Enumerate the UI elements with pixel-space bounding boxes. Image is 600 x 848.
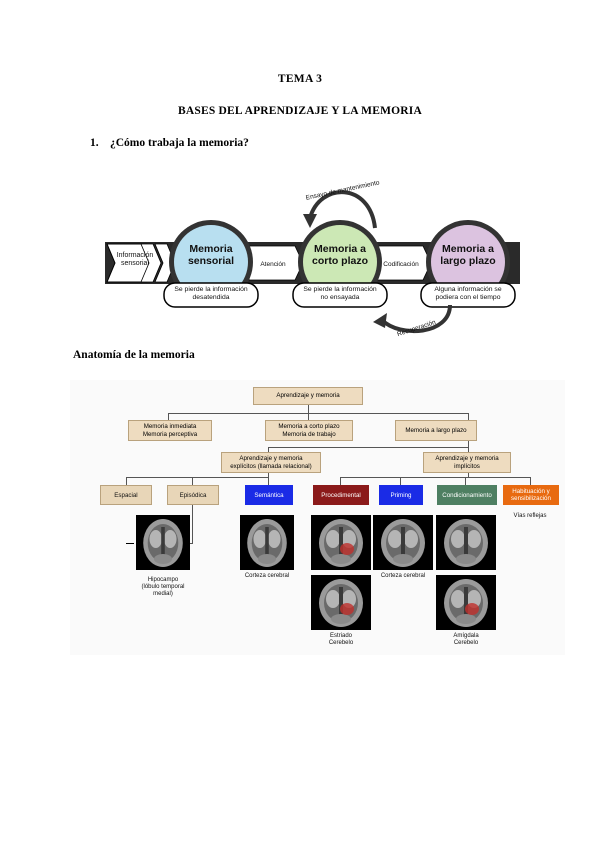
leaf-condicionamiento: Condicionamiento — [437, 485, 497, 505]
brain-scan-cortex-priming — [373, 515, 433, 570]
immediate-memory-node: Memoria inmediata Memoria perceptiva — [128, 420, 212, 441]
long-term-memory-node: Memoria a largo plazo — [395, 420, 477, 441]
caption-amygdala: Amígdala Cerebelo — [453, 633, 479, 646]
stage-circle — [174, 225, 248, 299]
question-number: 1. — [90, 137, 99, 149]
rehearsal-label: Ensayo de mantenimiento — [305, 179, 380, 202]
document-title: TEMA 3 — [277, 73, 323, 85]
implicit-memory-node: Aprendizaje y memoria implícitos — [423, 452, 511, 473]
stage-circle — [303, 225, 377, 299]
leaf-priming: Priming — [379, 485, 423, 505]
leaf-procedimental: Procedimental — [313, 485, 369, 505]
brain-scan-cerebellum-procedural — [311, 575, 371, 630]
anatomy-heading: Anatomía de la memoria — [73, 349, 195, 361]
loss-pill — [163, 282, 259, 308]
root-node: Aprendizaje y memoria — [253, 387, 363, 405]
brain-scan-cerebellum-conditioning — [436, 575, 496, 630]
short-term-memory-node: Memoria a corto plazo Memoria de trabajo — [265, 420, 353, 441]
document-subtitle: BASES DEL APRENDIZAJE Y LA MEMORIA — [178, 105, 422, 117]
caption-cortex-1: Corteza cerebral — [244, 573, 290, 579]
leaf-episódica: Episódica — [167, 485, 219, 505]
loss-pill — [420, 282, 516, 308]
question-heading: 1. ¿Cómo trabaja la memoria? — [90, 137, 249, 149]
leaf-semántica: Semántica — [245, 485, 293, 505]
coding-label: Codificación — [383, 261, 419, 268]
caption-striatum: Estriado Cerebelo — [328, 633, 354, 646]
rehearsal-loop-arrow — [308, 190, 377, 229]
input-chevron — [106, 243, 176, 283]
caption-hippocampus: Hipocampo (lóbulo temporal medial) — [141, 577, 185, 597]
leaf-espacial: Espacial — [100, 485, 152, 505]
caption-cortex-2: Corteza cerebral — [380, 573, 426, 579]
memory-anatomy-figure: Aprendizaje y memoria Memoria inmediata … — [70, 380, 565, 655]
brain-scan-conditioning — [436, 515, 496, 570]
brain-scan-striatum — [311, 515, 371, 570]
caption-reflex-pathways: Vías reflejas — [513, 513, 547, 519]
retrieval-loop-arrow — [380, 304, 452, 334]
stage-circle — [431, 225, 505, 299]
brain-scan-hippocampus — [136, 515, 190, 570]
loss-pill — [292, 282, 388, 308]
leaf-habituación-y-sensibilización: Habituación y sensibilización — [503, 485, 559, 505]
brain-scan-cortex-semantic — [240, 515, 294, 570]
explicit-memory-node: Aprendizaje y memoria explícitos (llamad… — [221, 452, 321, 473]
question-text: ¿Cómo trabaja la memoria? — [110, 137, 249, 149]
attention-label: Atención — [260, 261, 286, 268]
